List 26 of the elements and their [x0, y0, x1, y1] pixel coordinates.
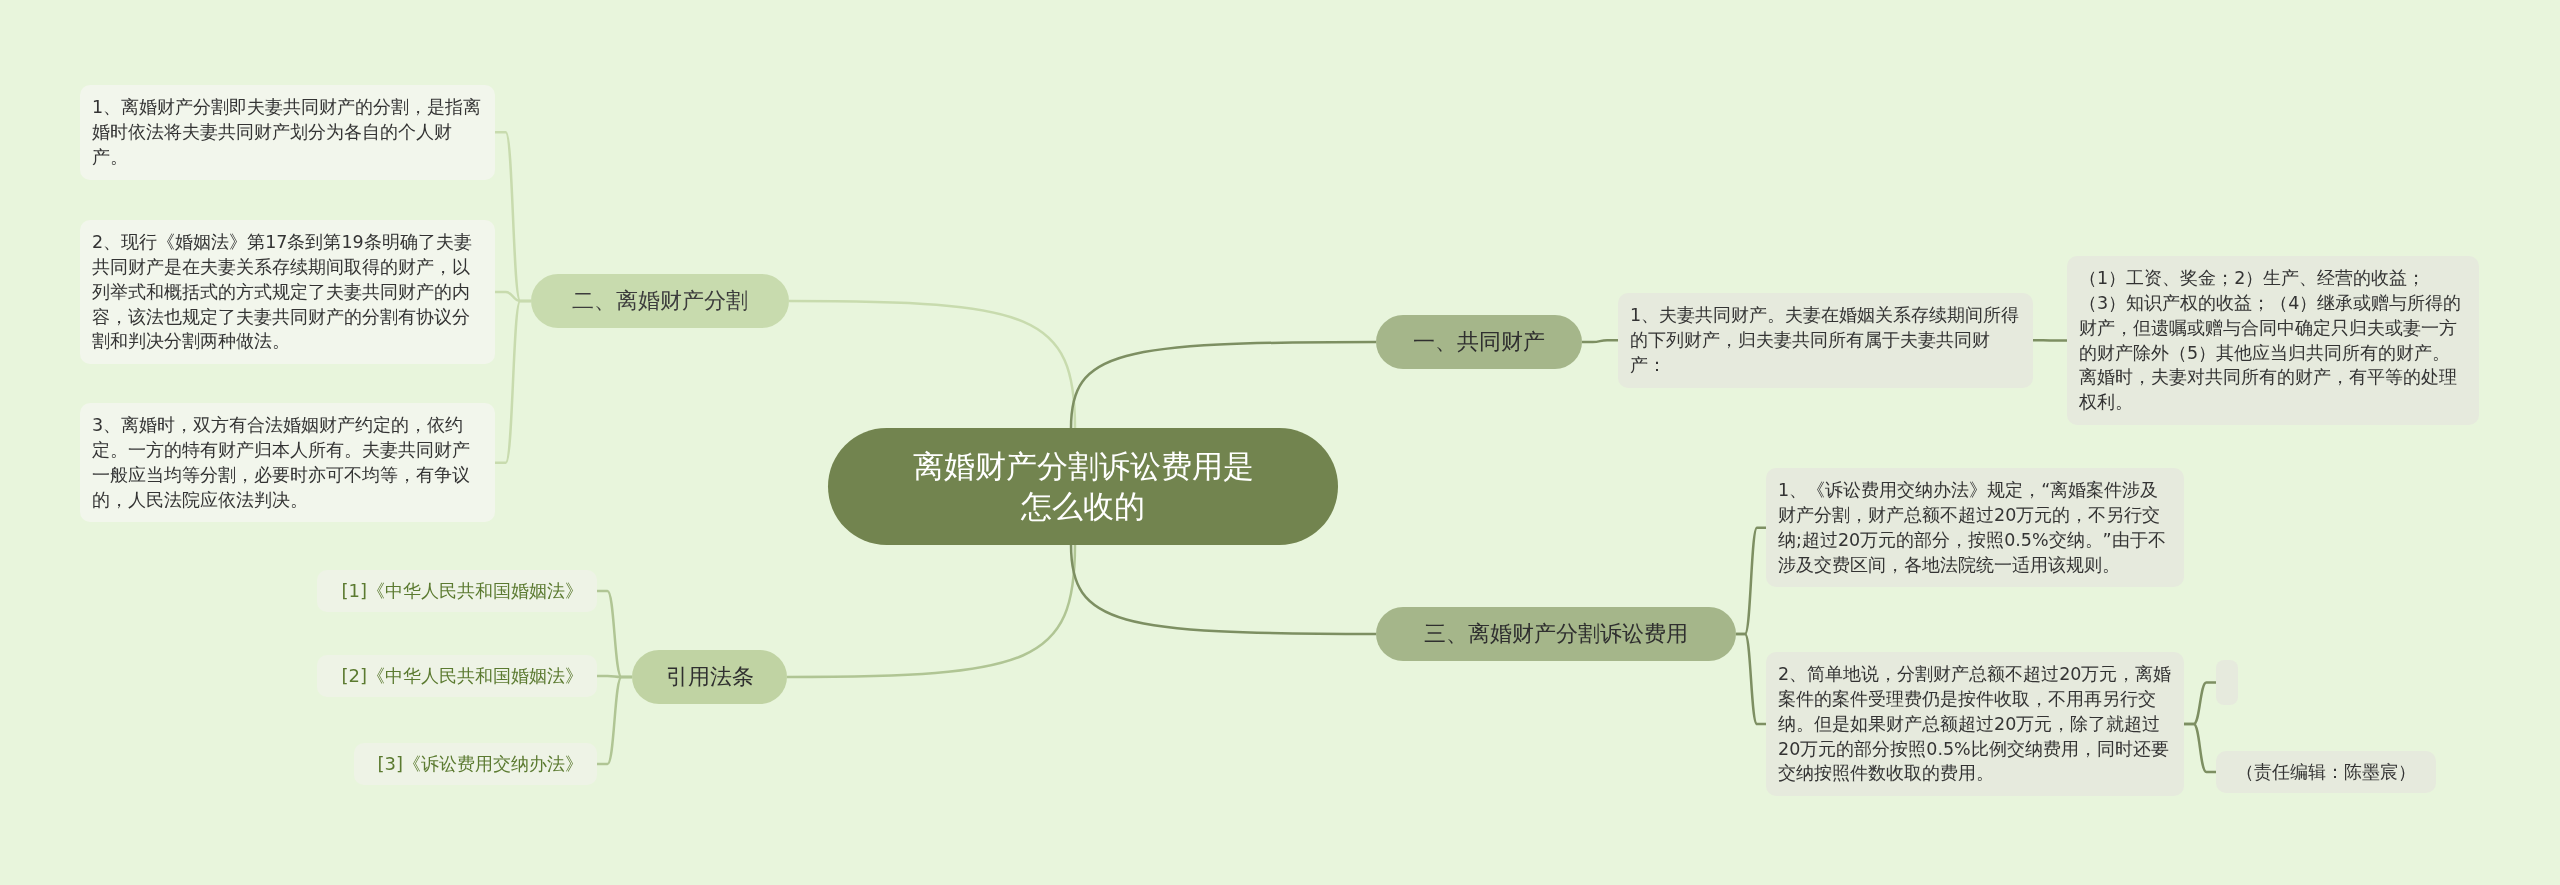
connector-line [2184, 722, 2216, 774]
connector-line [789, 299, 1077, 429]
text-card: 1、离婚财产分割即夫妻共同财产的分割，是指离婚时依法将夫妻共同财产划分为各自的个人财产。 [80, 85, 495, 180]
branch-topic: 一、共同财产 [1376, 315, 1582, 369]
connector-line [495, 299, 531, 464]
central-topic: 离婚财产分割诉讼费用是怎么收的 [828, 428, 1338, 545]
connector-line [1069, 340, 1376, 429]
connector-line [1069, 544, 1376, 636]
text-card: （1）工资、奖金；2）生产、经营的收益；（3）知识产权的收益；（4）继承或赠与所得的财产，但遗嘱或赠与合同中确定只归夫或妻一方的财产除外（5）其他应当归共同所有的财产。离婚时，夫妻对共同所有的财产，有平等的处理权利。 [2067, 256, 2479, 426]
branch-topic: 三、离婚财产分割诉讼费用 [1376, 607, 1736, 661]
text-card: 2、简单地说，分割财产总额不超过20万元，离婚案件的案件受理费仍是按件收取，不用再另行交纳。但是如果财产总额超过20万元，除了就超过20万元的部分按照0.5%比例交纳费用，同时还要交纳按照件数收取的费用。 [1766, 652, 2184, 797]
text-card: 2、现行《婚姻法》第17条到第19条明确了夫妻共同财产是在夫妻关系存续期间取得的财产，以列举式和概括式的方式规定了夫妻共同财产的内容，该法也规定了夫妻共同财产的分割有协议分割和判决分割两种做法。 [80, 220, 495, 365]
connector-line [1736, 632, 1766, 726]
citation-card: [3]《诉讼费用交纳办法》 [354, 743, 597, 785]
citation-card: [1]《中华人民共和国婚姻法》 [317, 570, 597, 612]
text-card: 1、《诉讼费用交纳办法》规定，“离婚案件涉及财产分割，财产总额不超过20万元的，不另行交纳;超过20万元的部分，按照0.5%交纳。”由于不涉及交费区间，各地法院统一适用该规则。 [1766, 468, 2184, 588]
citation-card: [2]《中华人民共和国婚姻法》 [317, 655, 597, 697]
empty-card [2216, 660, 2238, 705]
text-card: 3、离婚时，双方有合法婚姻财产约定的，依约定。一方的特有财产归本人所有。夫妻共同财产一般应当均等分割，必要时亦可不均等，有争议的，人民法院应依法判决。 [80, 403, 495, 523]
branch-topic: 引用法条 [632, 650, 787, 704]
connector-line [1582, 339, 1618, 344]
connector-line [2033, 339, 2067, 342]
branch-topic: 二、离婚财产分割 [531, 274, 789, 328]
connector-line [787, 544, 1077, 679]
text-card: 1、夫妻共同财产。夫妻在婚姻关系存续期间所得的下列财产，归夫妻共同所有属于夫妻共同财产： [1618, 293, 2033, 388]
editor-note: （责任编辑：陈墨宸） [2216, 751, 2436, 793]
